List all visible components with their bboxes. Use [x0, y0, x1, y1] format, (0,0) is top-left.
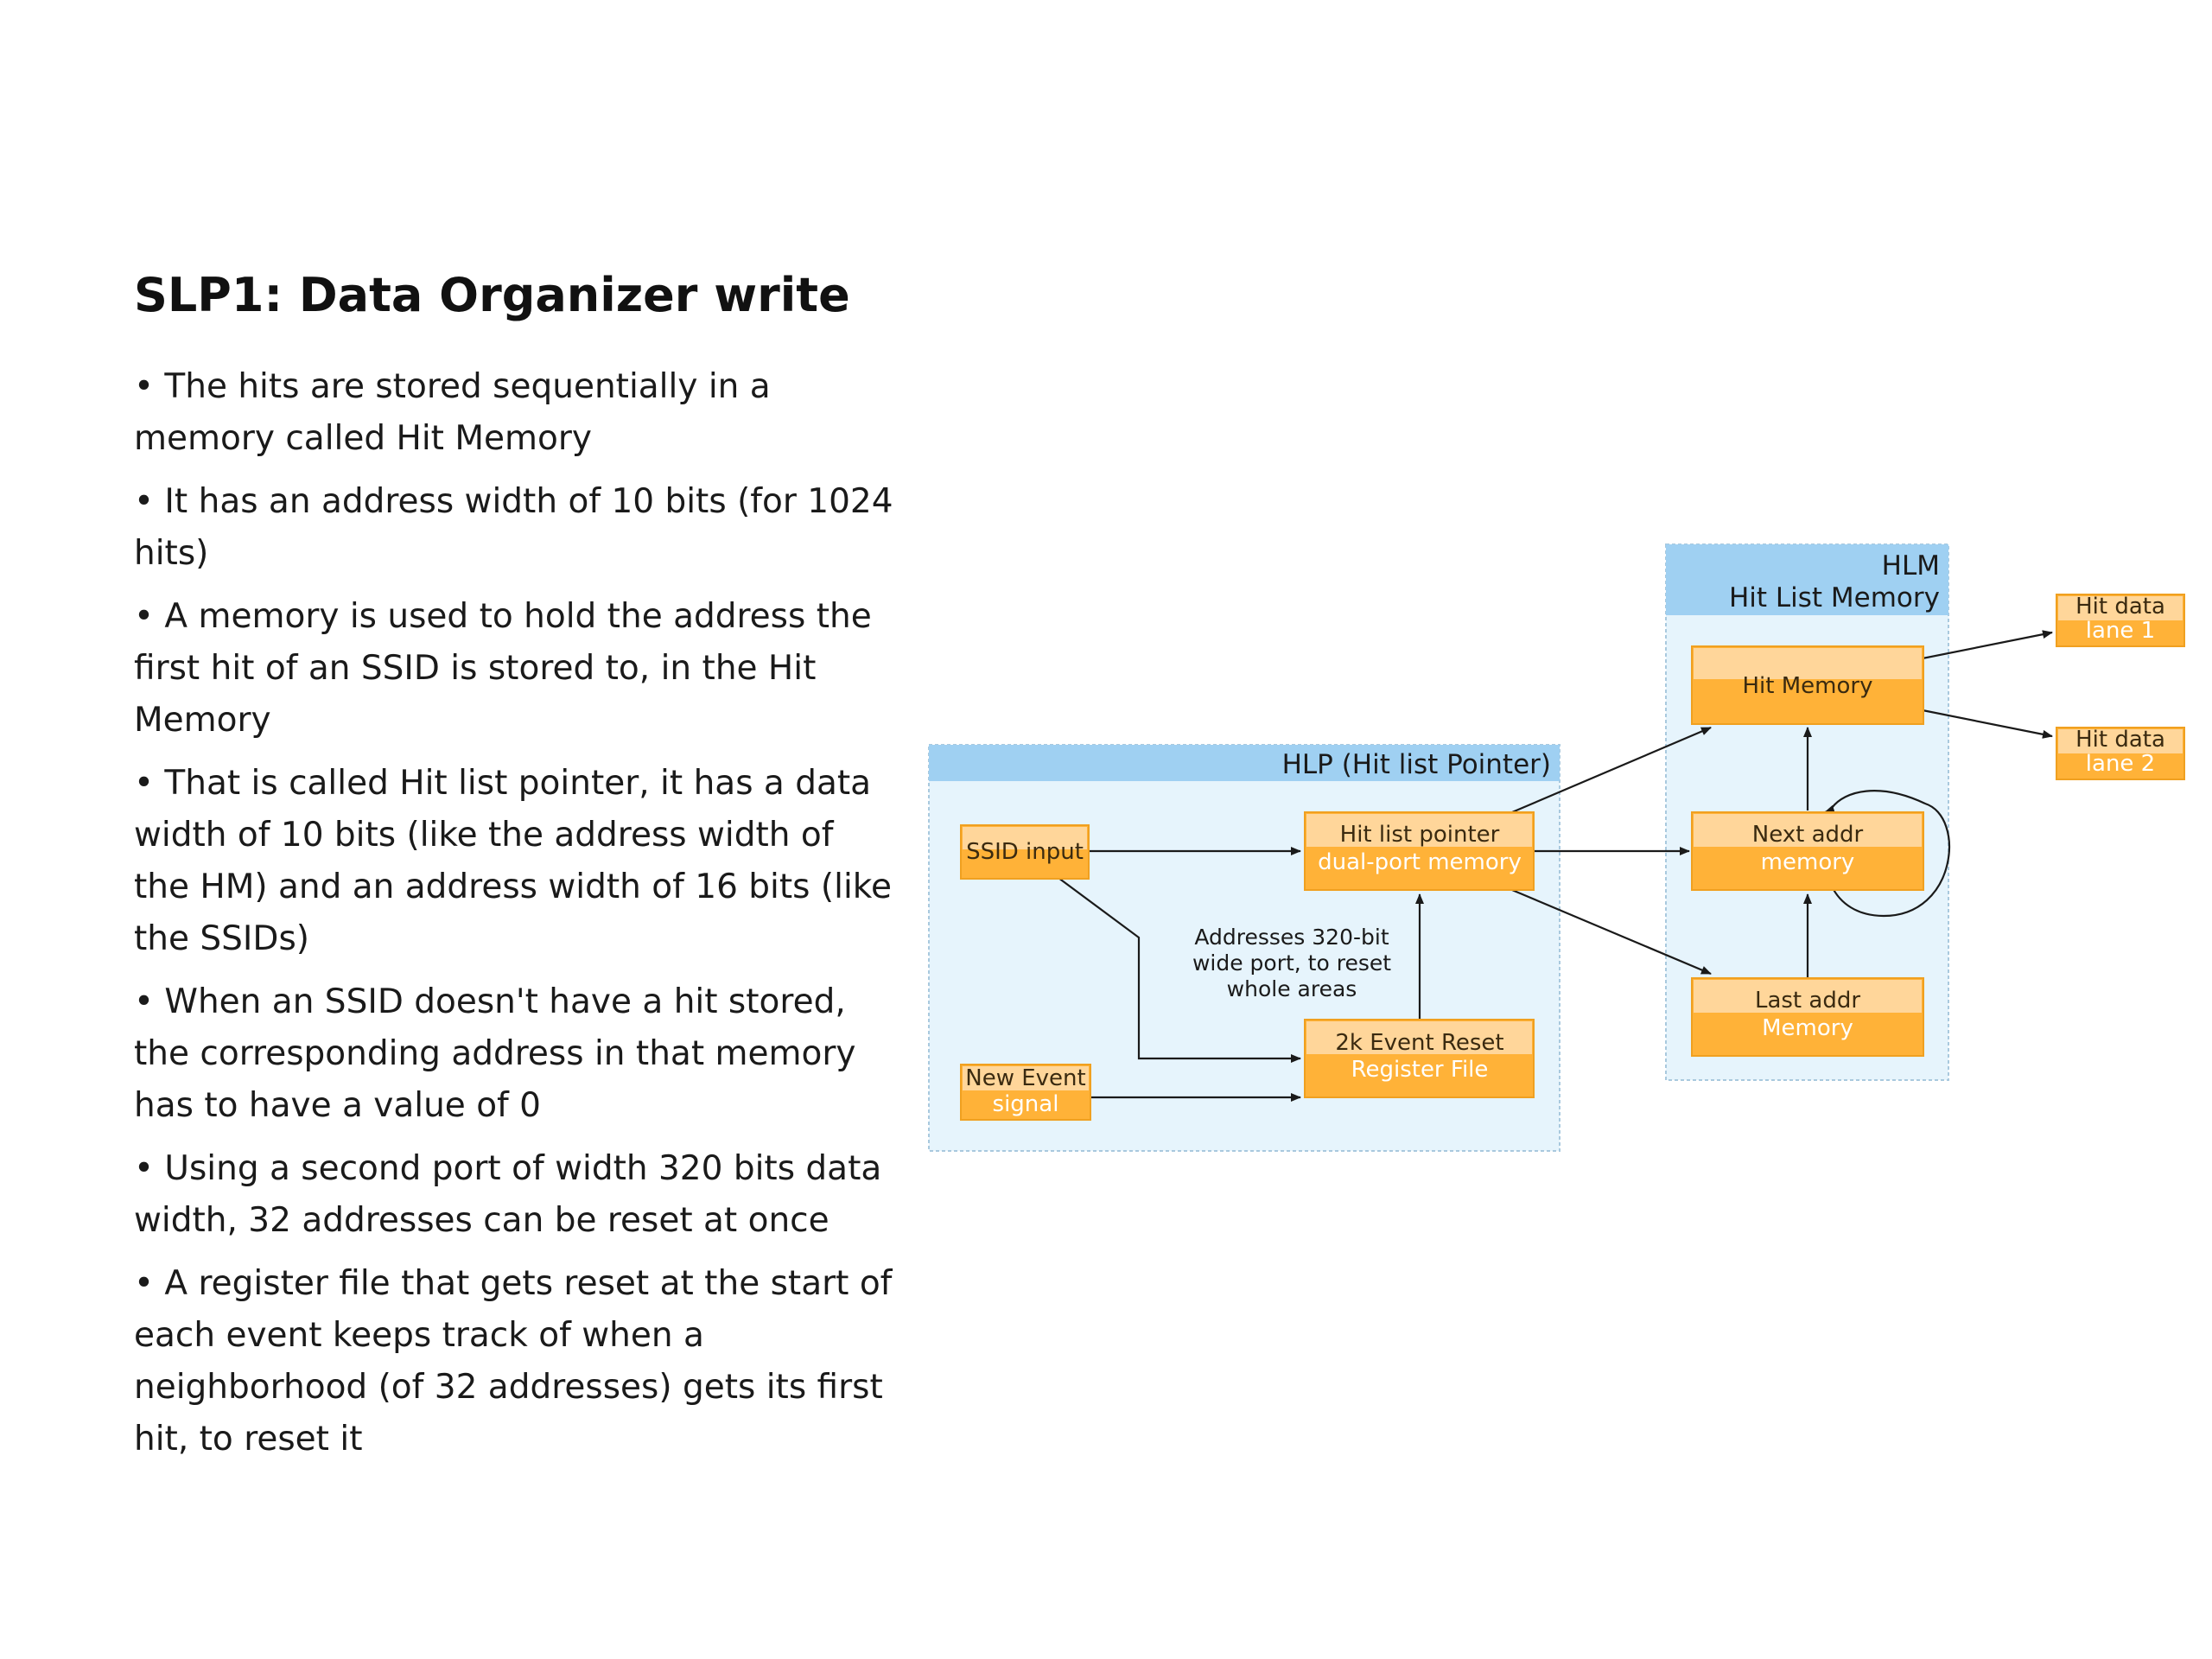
arrow-pointer-to-hitmemory: [1511, 726, 1712, 814]
arrow-pointer-to-lastaddr: [1511, 888, 1712, 976]
svg-text:whole areas: whole areas: [1227, 976, 1357, 1001]
bullet-item: That is called Hit list pointer, it has …: [134, 758, 894, 965]
bullet-item: Using a second port of width 320 bits da…: [134, 1143, 894, 1247]
svg-text:Next addr: Next addr: [1752, 822, 1864, 848]
next-addr-memory-block: Next addr memory: [1691, 811, 1924, 891]
event-reset-register-block: 2k Event Reset Register File: [1304, 1019, 1535, 1098]
arrow-hitmemory-to-lane1: [1922, 630, 2053, 660]
new-event-block: New Event signal: [960, 1064, 1091, 1121]
svg-text:Hit data: Hit data: [2075, 727, 2165, 753]
arrow-hitmemory-to-lane2: [1922, 709, 2053, 739]
hit-data-lane1-block: Hit data lane 1: [2056, 594, 2185, 647]
hlm-group-label: HLM: [1882, 550, 1940, 582]
bullet-item: It has an address width of 10 bits (for …: [134, 476, 894, 580]
svg-text:Hit data: Hit data: [2075, 594, 2165, 620]
svg-text:lane 1: lane 1: [2086, 618, 2155, 644]
hit-list-pointer-block: Hit list pointer dual-port memory: [1304, 811, 1535, 891]
svg-text:New Event: New Event: [965, 1065, 1085, 1091]
last-addr-memory-block: Last addr Memory: [1691, 977, 1924, 1057]
svg-text:lane 2: lane 2: [2086, 751, 2155, 777]
svg-text:Last addr: Last addr: [1755, 988, 1860, 1014]
hlp-group-label: HLP (Hit list Pointer): [1282, 749, 1551, 780]
svg-text:SSID input: SSID input: [966, 839, 1084, 865]
arrow-nextaddr-loop: [1823, 790, 1950, 918]
svg-text:2k Event Reset: 2k Event Reset: [1335, 1030, 1503, 1056]
bullet-item: When an SSID doesn't have a hit stored, …: [134, 976, 894, 1132]
svg-text:wide port, to reset: wide port, to reset: [1192, 950, 1391, 976]
slide-title: SLP1: Data Organizer write: [134, 268, 850, 322]
hit-data-lane2-block: Hit data lane 2: [2056, 727, 2185, 780]
svg-text:dual-port memory: dual-port memory: [1318, 849, 1522, 875]
connection-arrows: [1058, 630, 2053, 1102]
svg-text:Register File: Register File: [1351, 1057, 1489, 1083]
svg-text:signal: signal: [993, 1091, 1059, 1117]
bullet-item: A register file that gets reset at the s…: [134, 1258, 894, 1465]
svg-text:Memory: Memory: [1762, 1015, 1853, 1041]
arrow-ssid-to-register: [1058, 877, 1301, 1063]
hit-memory-block: Hit Memory: [1691, 645, 1924, 725]
hlm-group-sublabel: Hit List Memory: [1729, 582, 1940, 613]
svg-text:Addresses 320-bit: Addresses 320-bit: [1194, 925, 1389, 950]
svg-text:memory: memory: [1761, 849, 1855, 875]
reset-note: Addresses 320-bit wide port, to reset wh…: [1192, 925, 1391, 1001]
bullet-list: The hits are stored sequentially in a me…: [134, 361, 894, 1477]
bullet-item: The hits are stored sequentially in a me…: [134, 361, 894, 465]
bullet-item: A memory is used to hold the address the…: [134, 591, 894, 747]
ssid-input-block: SSID input: [960, 824, 1090, 880]
svg-text:Hit Memory: Hit Memory: [1743, 673, 1873, 699]
svg-text:Hit list pointer: Hit list pointer: [1340, 822, 1500, 848]
